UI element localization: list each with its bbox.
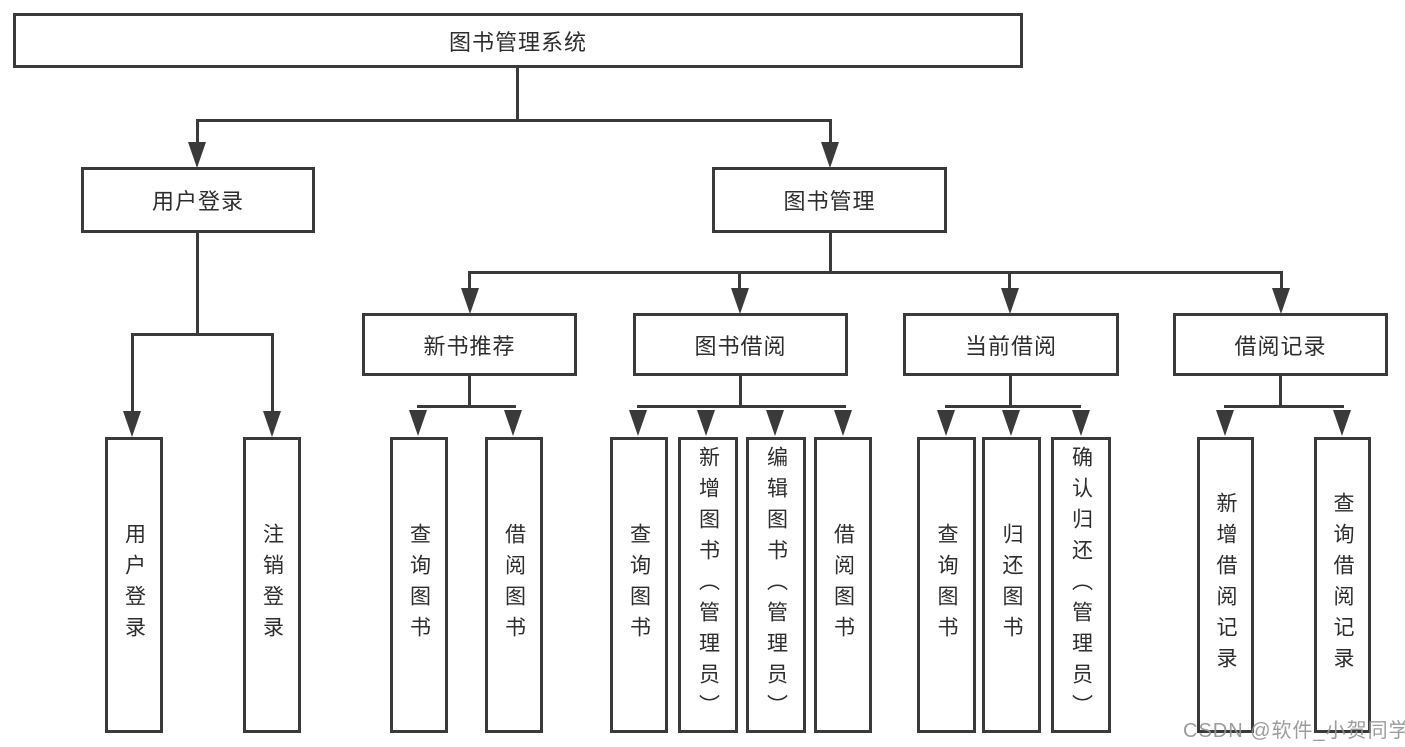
arrow-down-icon bbox=[188, 142, 206, 168]
arrow-down-icon bbox=[834, 410, 852, 436]
leaf-label: 新增图书（管理员） bbox=[696, 445, 720, 725]
leaf-label: 新增借阅记录 bbox=[1214, 492, 1237, 678]
arrow-down-icon bbox=[629, 410, 647, 436]
arrow-down-icon bbox=[263, 411, 281, 437]
leaf-label: 注销登录 bbox=[260, 523, 284, 647]
connector-borrow-drop bbox=[739, 374, 742, 407]
arrow-down-icon bbox=[1002, 410, 1020, 436]
leaf-label: 查询借阅记录 bbox=[1331, 492, 1354, 678]
leaf-label: 借阅图书 bbox=[831, 523, 855, 647]
connector-user-login-stub bbox=[196, 119, 199, 145]
connector-mid-stub bbox=[468, 271, 471, 291]
arrow-down-icon bbox=[766, 410, 784, 436]
connector-root-drop bbox=[516, 68, 519, 121]
csdn-watermark: CSDN @软件_小贺同学 bbox=[1183, 720, 1405, 742]
arrow-down-icon bbox=[1333, 410, 1351, 436]
arrow-down-icon bbox=[1001, 288, 1019, 314]
node-label: 借阅记录 bbox=[1234, 333, 1327, 359]
connector-records-drop bbox=[1279, 374, 1282, 407]
node-user-login: 用户登录 bbox=[81, 167, 315, 233]
connector-book-mgmt-drop bbox=[829, 231, 832, 274]
leaf-query-books-recommend: 查询图书 bbox=[390, 437, 448, 733]
node-new-book-recommend: 新书推荐 bbox=[362, 313, 577, 376]
arrow-down-icon bbox=[1272, 288, 1290, 314]
leaf-confirm-return-admin: 确认归还（管理员） bbox=[1051, 437, 1111, 733]
connector-leaf-stub bbox=[271, 333, 274, 413]
node-label: 新书推荐 bbox=[423, 333, 516, 359]
arrow-down-icon bbox=[461, 288, 479, 314]
arrow-down-icon bbox=[731, 288, 749, 314]
leaf-add-books-admin: 新增图书（管理员） bbox=[678, 437, 738, 733]
node-book-borrow: 图书借阅 bbox=[633, 313, 848, 376]
leaf-label: 查询图书 bbox=[935, 523, 958, 647]
arrow-down-icon bbox=[409, 410, 427, 436]
arrow-down-icon bbox=[1216, 410, 1234, 436]
connector-recommend-bar bbox=[417, 405, 516, 408]
connector-leaf-stub bbox=[131, 333, 134, 413]
leaf-borrow-books: 借阅图书 bbox=[814, 437, 872, 733]
leaf-label: 查询图书 bbox=[407, 523, 431, 647]
leaf-label: 借阅图书 bbox=[502, 523, 526, 647]
connector-records-bar bbox=[1224, 405, 1344, 408]
leaf-user-login: 用户登录 bbox=[105, 437, 163, 733]
connector-user-login-drop bbox=[196, 230, 199, 336]
node-label: 图书借阅 bbox=[694, 333, 787, 359]
leaf-query-books-borrow: 查询图书 bbox=[610, 437, 668, 733]
leaf-label: 编辑图书（管理员） bbox=[764, 445, 788, 725]
arrow-down-icon bbox=[937, 410, 955, 436]
leaf-query-books-current: 查询图书 bbox=[917, 437, 976, 733]
connector-current-drop bbox=[1009, 374, 1012, 407]
node-book-management: 图书管理 bbox=[712, 167, 947, 233]
leaf-logout: 注销登录 bbox=[243, 437, 301, 733]
connector-mid-stub bbox=[1280, 271, 1283, 291]
node-label: 图书管理系统 bbox=[448, 29, 587, 55]
arrow-down-icon bbox=[123, 411, 141, 437]
arrow-down-icon bbox=[821, 142, 839, 168]
leaf-label: 确认归还（管理员） bbox=[1069, 445, 1093, 725]
node-current-borrow: 当前借阅 bbox=[903, 313, 1119, 376]
node-label: 当前借阅 bbox=[964, 333, 1057, 359]
leaf-add-borrow-record: 新增借阅记录 bbox=[1197, 437, 1254, 733]
connector-user-login-bar bbox=[131, 333, 274, 336]
arrow-down-icon bbox=[697, 410, 715, 436]
node-borrow-records: 借阅记录 bbox=[1173, 313, 1388, 376]
connector-borrow-bar bbox=[637, 405, 846, 408]
connector-book-mgmt-bar bbox=[468, 271, 1283, 274]
connector-root-bar bbox=[196, 119, 832, 122]
arrow-down-icon bbox=[1072, 410, 1090, 436]
connector-current-bar bbox=[945, 405, 1081, 408]
arrow-down-icon bbox=[504, 410, 522, 436]
connector-book-mgmt-stub bbox=[829, 119, 832, 145]
node-root-library-system: 图书管理系统 bbox=[13, 13, 1023, 68]
leaf-label: 用户登录 bbox=[122, 523, 146, 647]
leaf-label: 查询图书 bbox=[627, 523, 651, 647]
leaf-label: 归还图书 bbox=[1000, 523, 1023, 647]
node-label: 用户登录 bbox=[151, 189, 244, 214]
leaf-return-books: 归还图书 bbox=[982, 437, 1041, 733]
connector-mid-stub bbox=[1008, 271, 1011, 291]
leaf-borrow-books-recommend: 借阅图书 bbox=[485, 437, 543, 733]
connector-mid-stub bbox=[738, 271, 741, 291]
node-label: 图书管理 bbox=[783, 189, 876, 214]
connector-recommend-drop bbox=[468, 374, 471, 407]
leaf-query-borrow-record: 查询借阅记录 bbox=[1314, 437, 1371, 733]
leaf-edit-books-admin: 编辑图书（管理员） bbox=[746, 437, 806, 733]
